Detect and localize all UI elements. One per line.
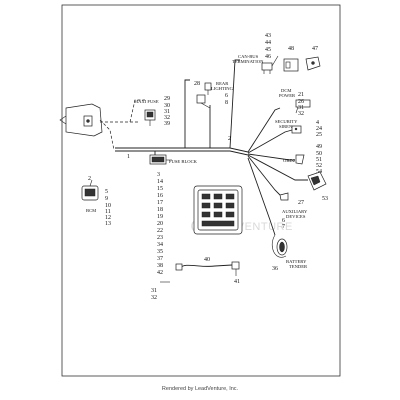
callout-fuse-19: 19 <box>157 214 163 220</box>
callout-51: 51 <box>316 157 322 163</box>
callout-39: 39 <box>164 121 170 127</box>
ground-harness <box>175 261 240 276</box>
callout-47: 47 <box>312 46 318 52</box>
callout-11: 11 <box>105 209 111 215</box>
callout-36: 36 <box>272 266 278 272</box>
callout-25: 25 <box>316 132 322 138</box>
callout-fuse-16: 16 <box>157 193 163 199</box>
callout-fuse-14: 14 <box>157 179 163 185</box>
callout-4: 4 <box>316 120 319 126</box>
callout-fuse-17: 17 <box>157 200 163 206</box>
label-battery-tender-2: TENDER <box>289 264 308 269</box>
callout-30: 30 <box>164 103 170 109</box>
callout-32-bottom: 32 <box>151 295 157 301</box>
callout-50: 50 <box>316 151 322 157</box>
callout-fuse-38: 38 <box>157 263 163 269</box>
footer-credit: Rendered by LeadVenture, Inc. <box>161 386 239 392</box>
security-siren-connector <box>291 125 302 134</box>
main-harness <box>99 59 308 236</box>
battery-tender-lead <box>271 234 288 258</box>
label-dcm-power-2: POWER <box>279 93 296 98</box>
callout-fuse-23: 23 <box>157 235 163 241</box>
callout-52: 52 <box>316 163 322 169</box>
callout-fuse-34: 34 <box>157 242 163 248</box>
label-can-bus-1: CAN-BUS <box>238 54 259 59</box>
callout-8-rear: 8 <box>225 100 228 106</box>
fuse-block <box>149 154 172 165</box>
label-auxiliary-devices-2: DEVICES <box>286 214 306 219</box>
callout-41: 41 <box>234 279 240 285</box>
text-labels: CAN-BUS TERMINATION REAR LIGHTING MAXI F… <box>86 54 308 269</box>
callout-fuse-15: 15 <box>157 186 163 192</box>
callout-31-bottom: 31 <box>151 288 157 294</box>
part-53 <box>307 171 327 191</box>
part-27 <box>279 192 289 201</box>
callout-31-maxi: 31 <box>164 109 170 115</box>
callout-12: 12 <box>105 215 111 221</box>
callout-32-dcm: 32 <box>298 111 304 117</box>
callout-31-dcm: 31 <box>298 105 304 111</box>
label-rear-lighting-2: LIGHTING <box>211 86 234 91</box>
callout-9: 9 <box>105 196 108 202</box>
callout-27: 27 <box>298 200 304 206</box>
callout-54: 54 <box>316 169 322 175</box>
part-47 <box>305 56 321 71</box>
label-fuse-block: FUSE BLOCK <box>169 159 198 164</box>
callout-40: 40 <box>204 257 210 263</box>
maxi-fuse <box>144 109 156 126</box>
callout-2-bcm: 2 <box>88 176 91 182</box>
callout-fuse-37: 37 <box>157 256 163 262</box>
label-rear-lighting-1: REAR <box>216 81 229 86</box>
diagram-frame <box>61 4 341 377</box>
callout-6-rear: 6 <box>225 93 228 99</box>
callout-44: 44 <box>265 40 271 46</box>
label-maxi-fuse: MAXI FUSE <box>134 99 159 104</box>
callout-fuse-20: 20 <box>157 221 163 227</box>
label-obd2: OBD2 <box>283 158 296 163</box>
callout-fuse-3: 3 <box>157 172 160 178</box>
frame-mount <box>59 103 103 137</box>
callout-1: 1 <box>127 154 130 160</box>
label-bcm: BCM <box>86 208 96 213</box>
callout-6-aux: 6 <box>282 218 285 224</box>
callout-7-aux: 7 <box>282 224 285 230</box>
callout-29: 29 <box>164 96 170 102</box>
can-bus-connector <box>261 55 279 74</box>
label-auxiliary-devices-1: AUXILIARY <box>282 209 308 214</box>
label-dcm-power-1: DCM <box>281 88 291 93</box>
callouts: 43 44 45 46 48 47 28 6 8 29 30 31 32 39 … <box>88 33 328 301</box>
callout-49: 49 <box>316 144 322 150</box>
callout-21: 21 <box>298 92 304 98</box>
label-battery-tender-1: BATTERY <box>286 259 307 264</box>
callout-53: 53 <box>322 196 328 202</box>
callout-fuse-42: 42 <box>157 270 163 276</box>
callout-28: 28 <box>194 81 200 87</box>
callout-45: 45 <box>265 47 271 53</box>
fuse-block-detail <box>193 185 243 235</box>
callout-46: 46 <box>265 54 271 60</box>
callout-43: 43 <box>265 33 271 39</box>
callout-fuse-18: 18 <box>157 207 163 213</box>
callout-5: 5 <box>105 189 108 195</box>
callout-24: 24 <box>316 126 322 132</box>
callout-32-maxi: 32 <box>164 115 170 121</box>
obd2-connector <box>295 154 305 165</box>
callout-fuse-22: 22 <box>157 228 163 234</box>
callout-26: 26 <box>298 99 304 105</box>
bcm-connector <box>81 179 99 201</box>
callout-10: 10 <box>105 203 111 209</box>
callout-fuse-35: 35 <box>157 249 163 255</box>
part-48 <box>283 58 299 72</box>
callout-48: 48 <box>288 46 294 52</box>
part-28 <box>204 82 212 95</box>
dcm-power-connector <box>295 99 311 114</box>
callout-13: 13 <box>105 221 111 227</box>
rear-lighting-connector <box>196 94 211 109</box>
label-security-siren-2: SIREN <box>279 124 293 129</box>
label-security-siren-1: SECURITY <box>275 119 298 124</box>
callout-2-harness: 2 <box>228 136 231 142</box>
label-can-bus-2: TERMINATION <box>232 59 264 64</box>
